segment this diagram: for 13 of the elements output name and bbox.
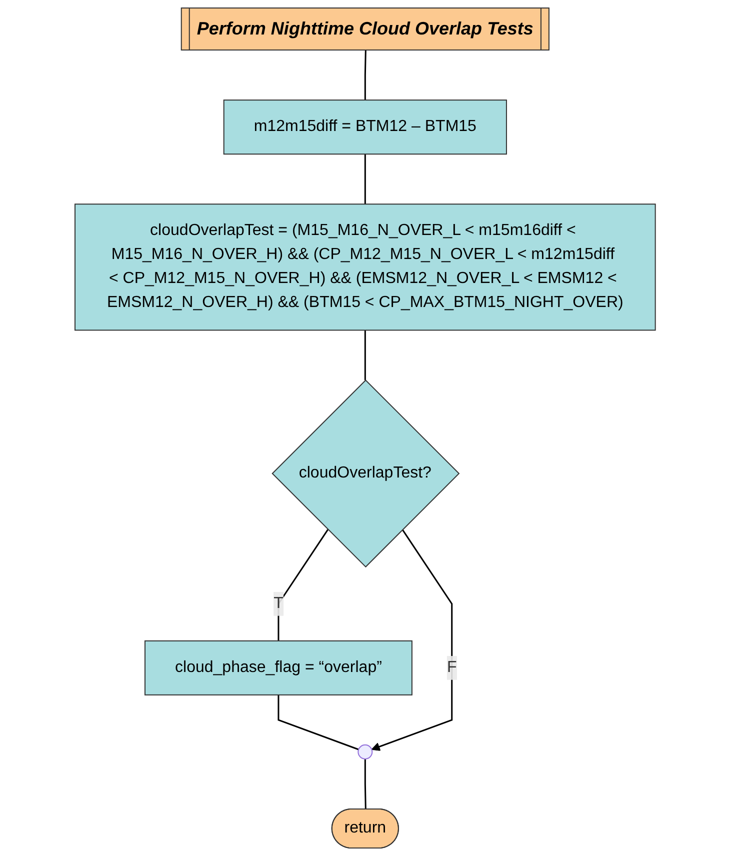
edge-label: F [446,658,457,676]
connector [364,50,366,100]
node-circle [358,744,372,760]
connector [364,154,366,204]
edge-label: T [273,594,284,612]
node-diamond: cloudOverlapTest? [271,380,460,568]
connector [278,694,359,750]
arrow [371,529,452,751]
node-box: cloudOverlapTest = (M15_M16_N_OVER_L < m15m16diff < M15_M16_N_OVER_H) && (CP_M12_M15_N_OVER_L < m12m15diff < CP_M12_M15_N_OVER_H) && (EMSM12_N_OVER_L < EMSM12 < EMSM12_N_OVER_H) && (BTM15 < CP_MAX_BTM15_NIGHT_OVER) [74,204,656,331]
connector [364,330,366,380]
node-box: m12m15diff = BTM12 – BTM15 [223,100,507,155]
connector [364,758,366,810]
node-box: cloud_phase_flag = “overlap” [144,640,412,696]
